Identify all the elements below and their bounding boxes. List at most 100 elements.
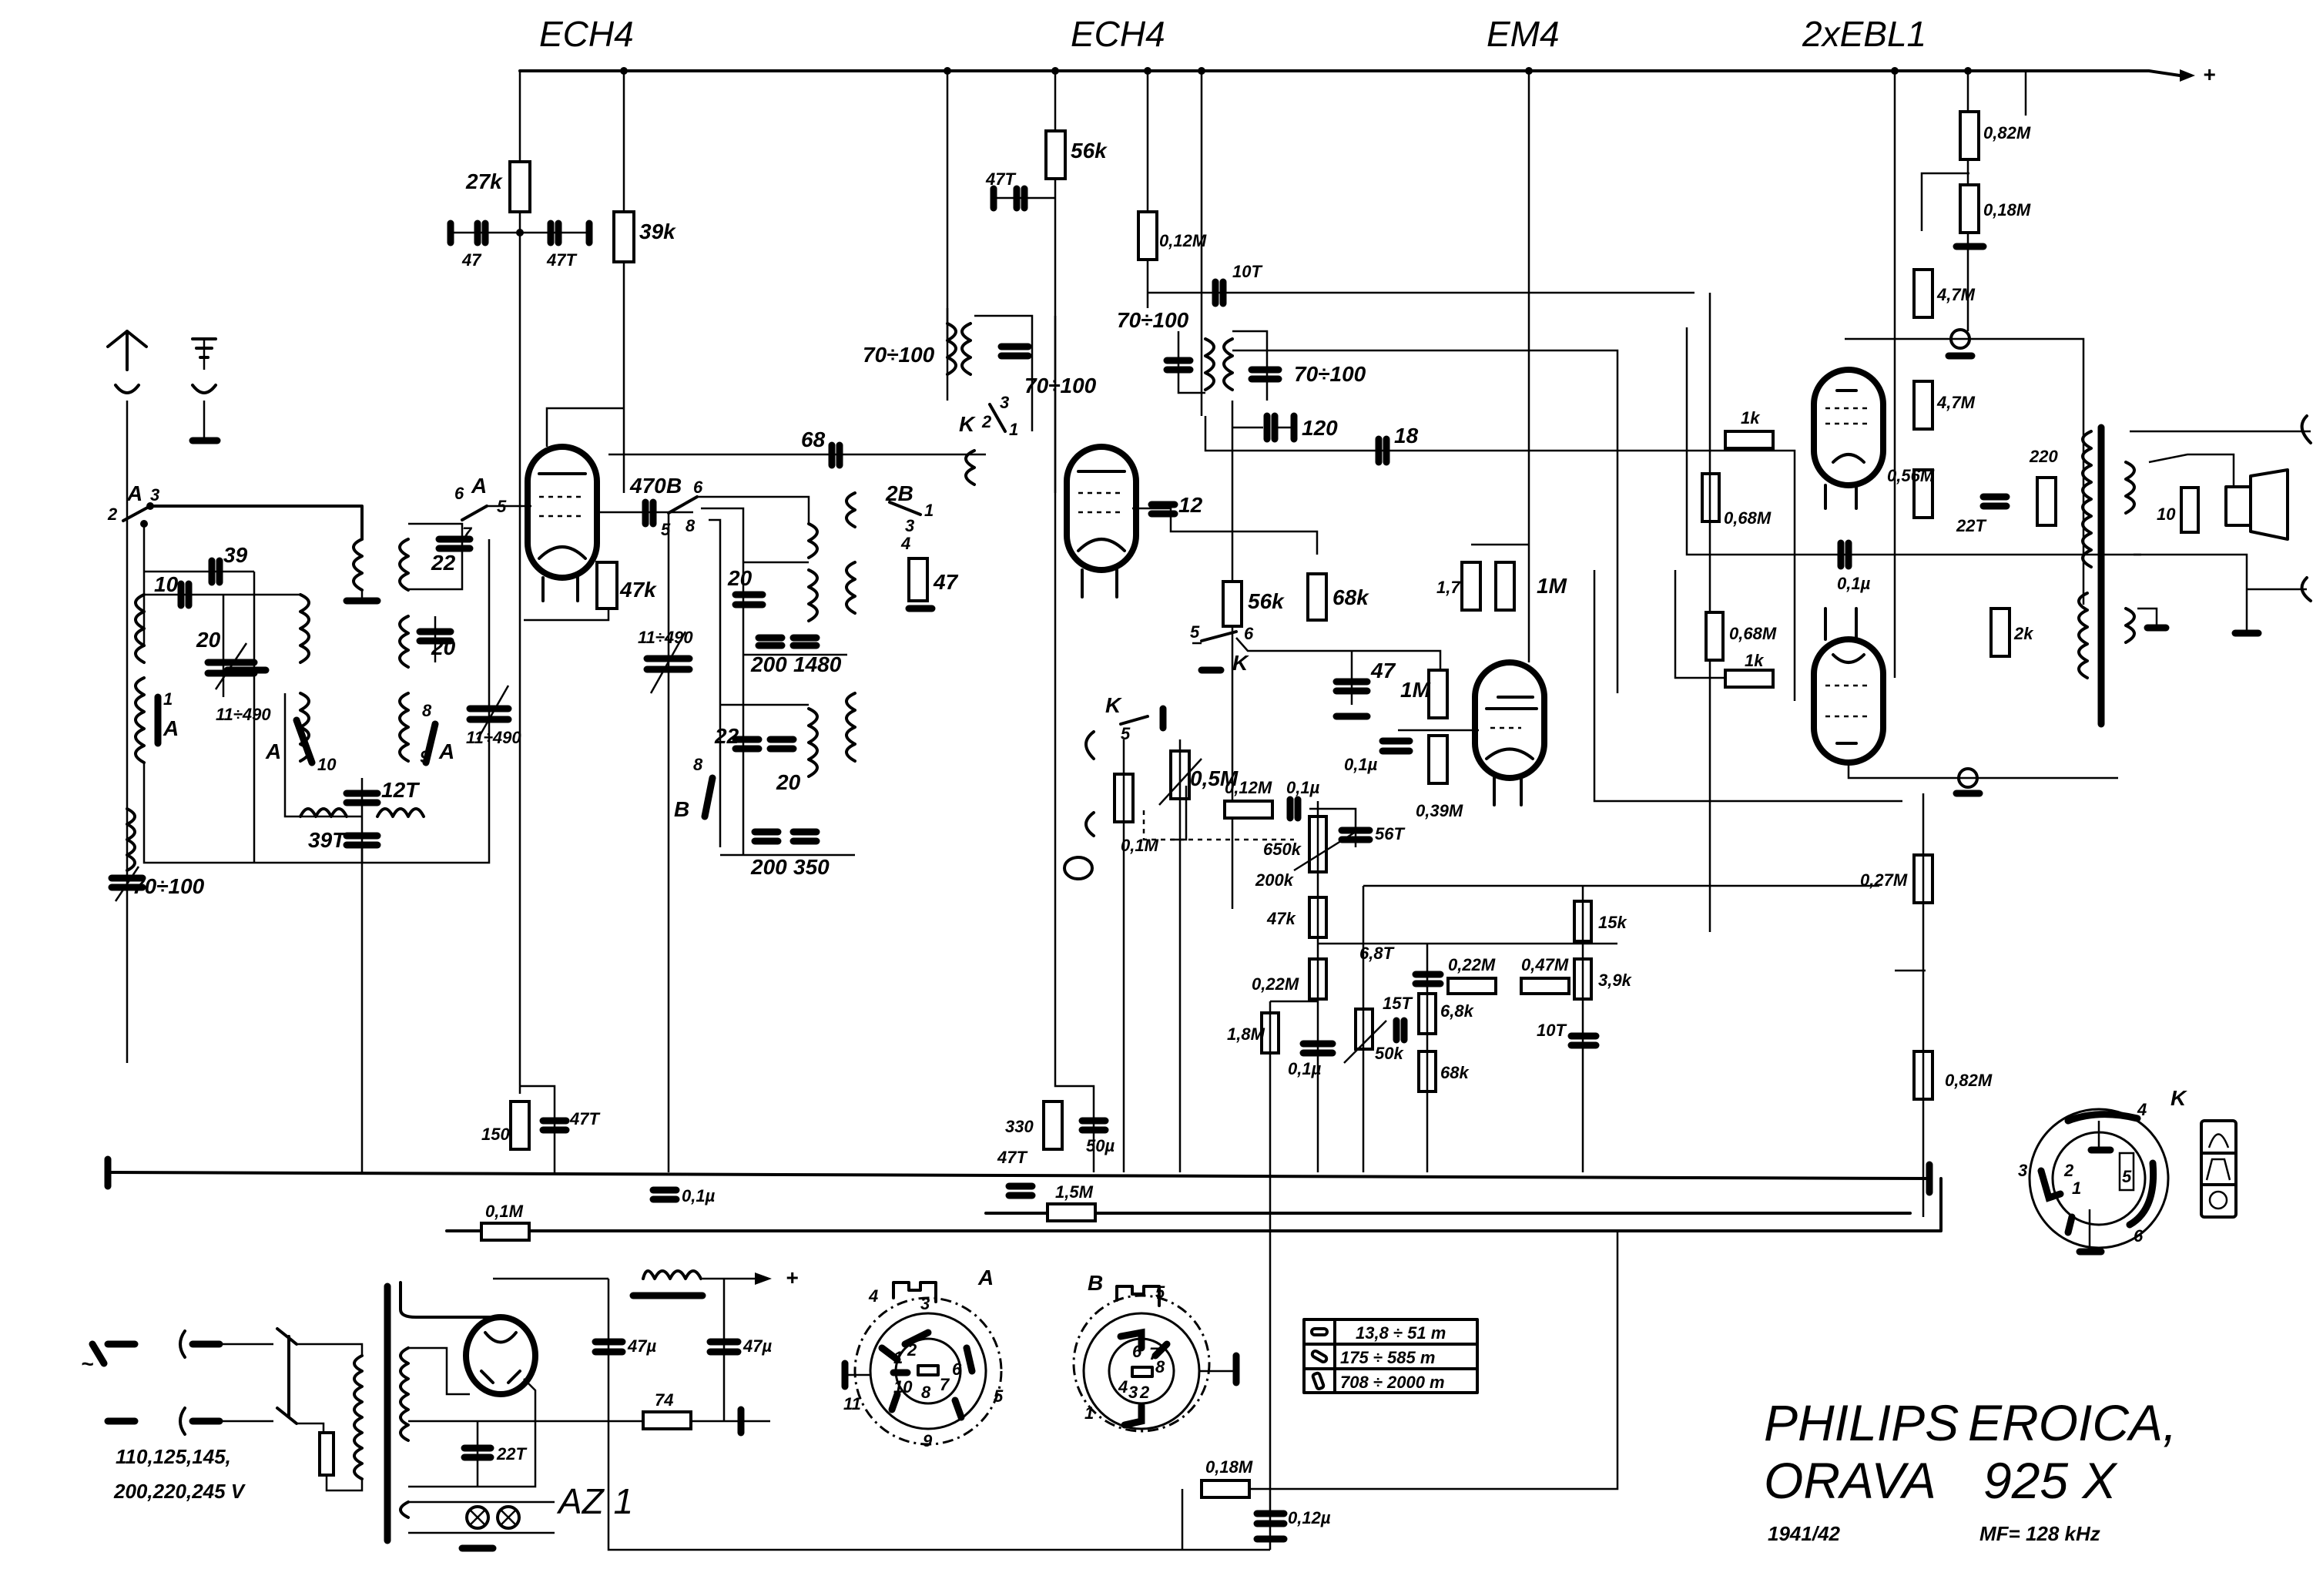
wire: [963, 1344, 976, 1375]
wire: [1593, 570, 1902, 803]
wire: [399, 1281, 494, 1319]
component-label: 330: [1005, 1117, 1034, 1136]
component-label: A: [977, 1266, 994, 1289]
component-label: 10: [317, 755, 337, 774]
fuse: [318, 1431, 335, 1477]
wire: [399, 1346, 410, 1442]
wire: [1949, 328, 1971, 350]
component-label: 2: [907, 1340, 917, 1360]
ac-symbol: ~: [81, 1352, 93, 1376]
title-second-brand: ORAVA: [1764, 1452, 1936, 1509]
wire: [353, 1354, 364, 1480]
tube-ech4-mixer: [524, 407, 693, 622]
band-range-long: 708 ÷ 2000 m: [1340, 1373, 1445, 1392]
tube-label-ech4-if: ECH4: [1071, 14, 1165, 54]
wire: [408, 1346, 470, 1396]
component-label: 7: [1149, 1344, 1160, 1363]
component-label: +: [2203, 62, 2215, 86]
component-label: 0,12µ: [1288, 1508, 1331, 1527]
component-label: 1480: [793, 652, 842, 676]
wire: [1525, 67, 1533, 75]
component-label: A: [438, 739, 454, 763]
tube-label-ech4-mixer: ECH4: [539, 14, 634, 54]
component-label: 1: [2072, 1179, 2081, 1198]
tube-az1: [463, 1314, 538, 1397]
resistor: [1959, 183, 1980, 234]
component-label: 3: [1128, 1383, 1138, 1402]
component-label: 3: [150, 485, 159, 505]
wire: [2081, 430, 2093, 568]
component-label: 4,7M: [1936, 393, 1976, 412]
wire: [1232, 330, 1269, 401]
wire: [422, 720, 439, 766]
detector-section: 56k 68k 5 6 K 47 1M 0,39M 0,1µ: [1190, 572, 1479, 820]
component-label: 47: [1370, 659, 1396, 682]
wire: [1232, 349, 1619, 693]
wire: [2124, 461, 2136, 515]
screen-network-v2: 56k 47T 0,12M 10T: [985, 129, 1694, 307]
pilot-lamp-icon: [465, 1505, 490, 1530]
wire: [480, 1370, 494, 1384]
wire: [1920, 172, 1969, 231]
resistor: [480, 1222, 531, 1242]
component-label: 0,22M: [1252, 974, 1299, 994]
component-label: K: [1105, 693, 1122, 717]
wire: [538, 545, 587, 560]
wire: [1054, 316, 1095, 1172]
medium-wave-position-icon: [1310, 1350, 1329, 1363]
wire: [500, 1509, 517, 1526]
wire: [149, 505, 364, 541]
component-label: 3: [905, 516, 914, 535]
resistor: [1520, 977, 1570, 995]
ground-rail: [104, 1155, 1943, 1232]
wire: [1293, 830, 1356, 872]
wire: [1181, 1232, 1619, 1550]
wire: [1302, 1318, 1479, 1394]
component-label: 2: [107, 505, 118, 524]
wire: [299, 593, 310, 664]
component-label: K: [2170, 1086, 2187, 1110]
component-label: 6: [1244, 624, 1254, 643]
wire: [1891, 67, 1899, 75]
wire: [1343, 1020, 1387, 1064]
component-label: 68: [801, 428, 826, 451]
component-label: 0,1M: [485, 1202, 524, 1221]
component-label: 5: [1155, 1282, 1165, 1302]
component-label: 0,18M: [1205, 1457, 1253, 1477]
wire: [297, 1422, 325, 1433]
component-label: 11: [843, 1394, 861, 1413]
component-label: 3,9k: [1598, 971, 1633, 990]
component-label: 70÷100: [1117, 308, 1189, 332]
wire: [960, 322, 972, 376]
component-label: 5: [1190, 622, 1200, 642]
component-label: 39T: [308, 828, 347, 852]
wire: [1685, 327, 2141, 556]
component-label: 0,82M: [1983, 123, 2031, 142]
gramophone-jack-icon: [1084, 811, 1095, 837]
component-label: 47T: [569, 1109, 600, 1128]
wire: [214, 642, 248, 690]
component-label: 6: [2134, 1226, 2144, 1246]
wire: [917, 1364, 940, 1376]
component-label: 70÷100: [1294, 362, 1366, 386]
component-label: 0,22M: [1448, 955, 1496, 974]
wire: [142, 539, 491, 864]
wire: [122, 505, 152, 522]
wire: [2200, 1119, 2238, 1219]
component-label: 3: [2018, 1161, 2027, 1180]
wire: [191, 384, 217, 394]
wire: [620, 67, 628, 75]
wire: [892, 1281, 937, 1303]
component-label: 70÷100: [863, 343, 935, 367]
tube-ebl1-upper: [1811, 367, 1886, 488]
resistor: [2180, 486, 2200, 534]
wire: [1200, 630, 1238, 642]
resistor: [1989, 607, 2011, 658]
wire: [878, 1344, 901, 1363]
long-wave-position-icon: [1311, 1371, 1326, 1390]
component-label: 0,82M: [1945, 1071, 1993, 1090]
component-label: A: [126, 481, 142, 505]
tube-em4: 1,7 1M: [1436, 543, 1567, 806]
wire: [1144, 67, 1151, 75]
wire: [1142, 810, 1294, 841]
